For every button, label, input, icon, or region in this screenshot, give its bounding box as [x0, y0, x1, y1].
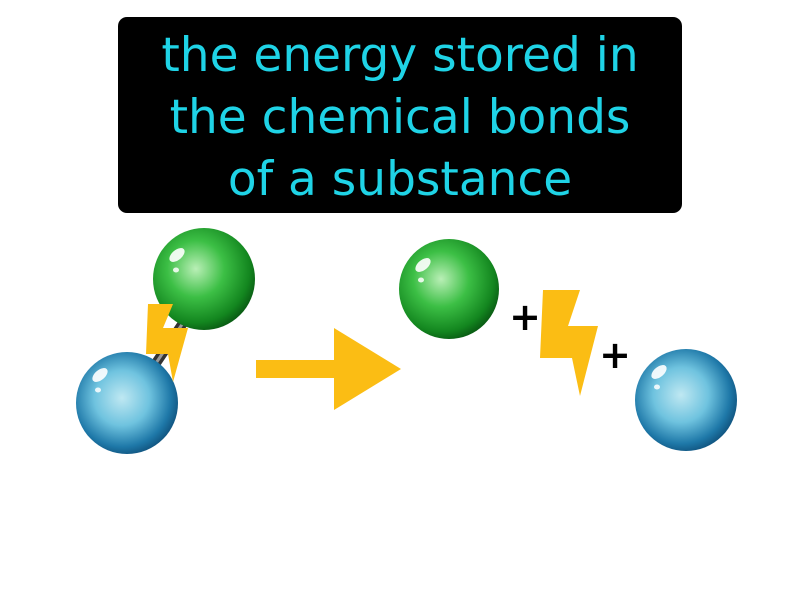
lightning-bolt-icon: [540, 290, 598, 396]
blue-sphere-icon: [76, 352, 178, 454]
blue-sphere-icon: [635, 349, 737, 451]
definition-caption: the energy stored in the chemical bonds …: [118, 17, 682, 213]
green-sphere-icon: [399, 239, 499, 339]
plus-sign: +: [509, 295, 541, 339]
green-sphere-icon: [153, 228, 255, 330]
lightning-bolt-icon: [146, 304, 188, 382]
caption-line-2: the chemical bonds: [169, 90, 631, 145]
plus-sign: +: [599, 333, 631, 377]
caption-line-3: of a substance: [227, 152, 573, 207]
right-arrow-icon: [256, 328, 401, 410]
caption-line-1: the energy stored in: [161, 28, 639, 83]
